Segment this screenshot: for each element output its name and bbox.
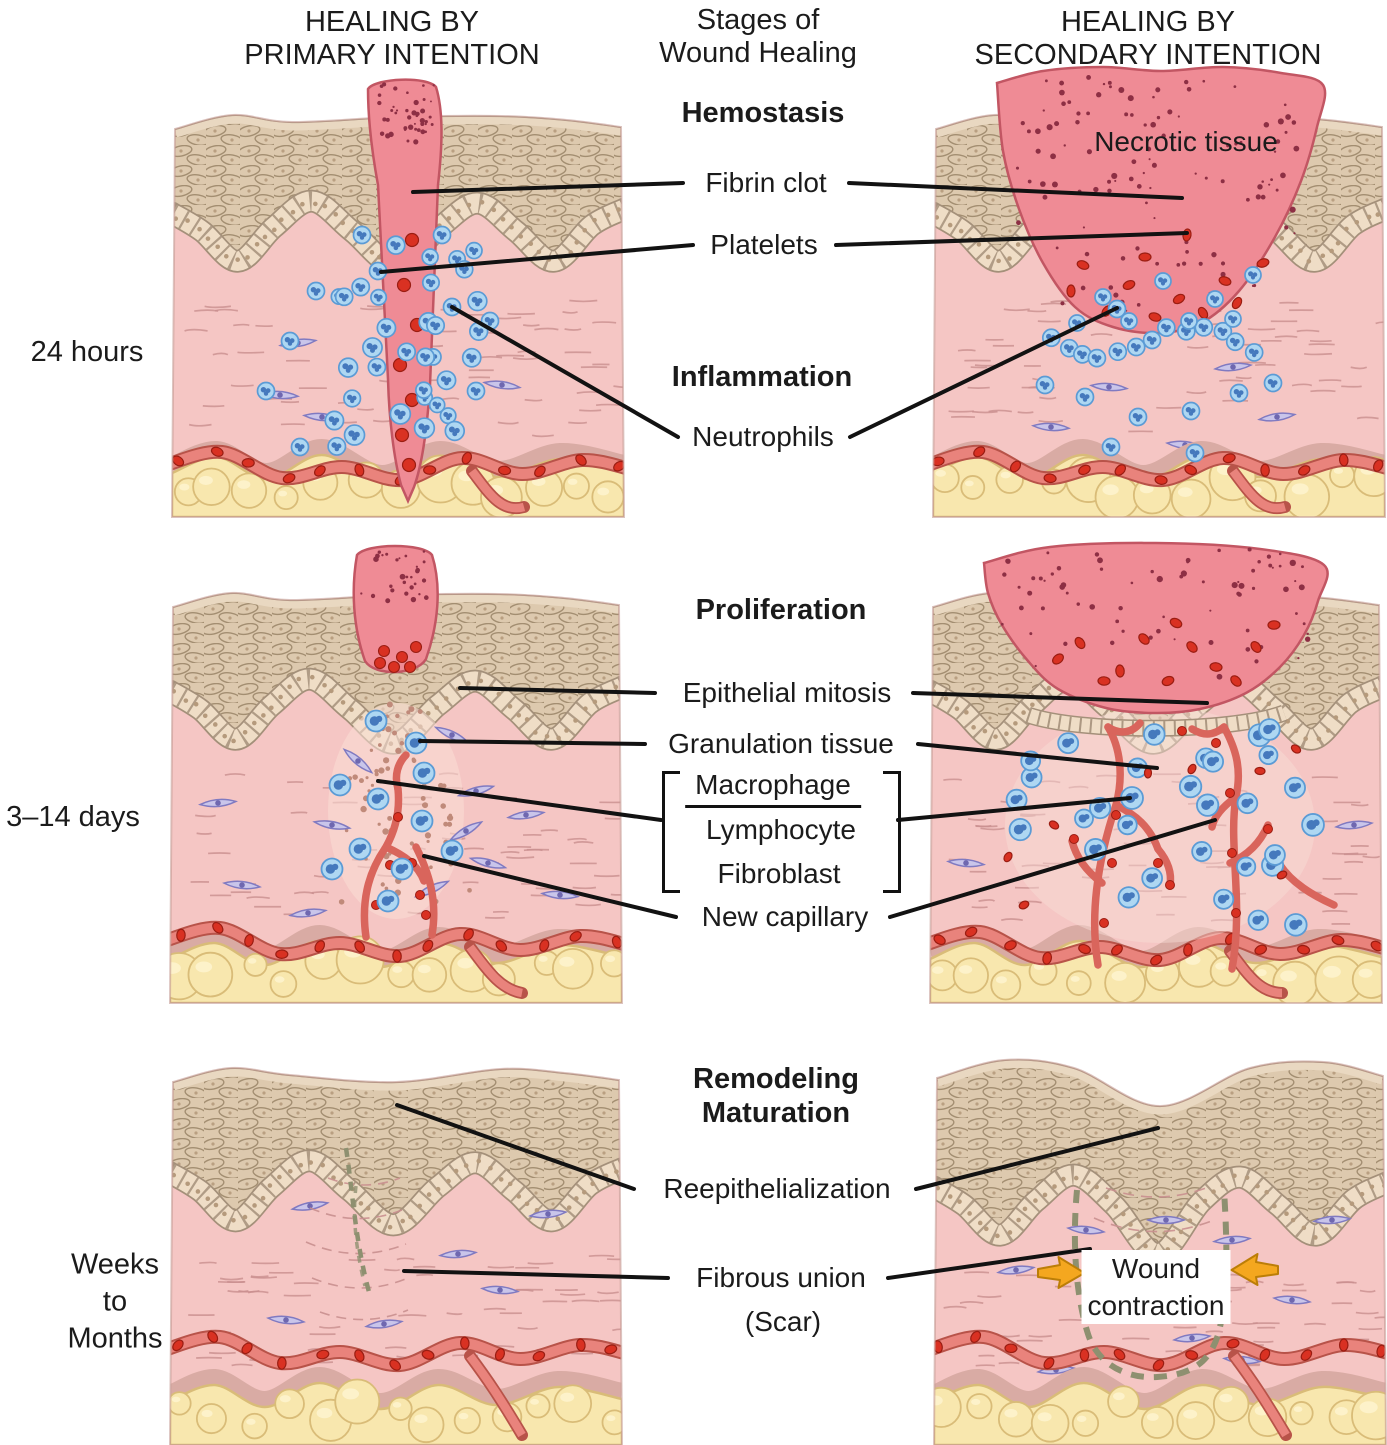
- header-line: HEALING BY: [1060, 6, 1236, 38]
- wound-overlay: [305, 1147, 409, 1321]
- label-fibrous-union: Fibrous union: [696, 1262, 866, 1293]
- stage-inflammation: Inflammation: [671, 361, 853, 393]
- label-granulation-tissue: Granulation tissue: [668, 728, 894, 759]
- skin-layers: [170, 1067, 622, 1445]
- bracket-right: [883, 771, 901, 893]
- stage-proliferation: Proliferation: [695, 594, 867, 626]
- header-line: Stages of: [696, 4, 820, 36]
- label-epithelial-mitosis: Epithelial mitosis: [682, 677, 892, 708]
- wound-overlay: [256, 78, 500, 505]
- label-scar: (Scar): [744, 1306, 822, 1337]
- label-fibrin-clot: Fibrin clot: [705, 167, 827, 198]
- label-necrotic-tissue: Necrotic tissue: [1094, 126, 1278, 157]
- header-secondary-intention: HEALING BY SECONDARY INTENTION: [975, 6, 1322, 72]
- stage-remodeling-maturation: Remodeling Maturation: [693, 1063, 859, 1129]
- panel-secondary-proliferation: [928, 541, 1384, 1004]
- panel-secondary-remodeling: [932, 1058, 1387, 1445]
- time-label-weeks-to-months: Weeks to Months: [67, 1248, 163, 1355]
- panel-primary-proliferation: [168, 544, 624, 1004]
- panel-primary-hemostasis-inflammation: [170, 78, 626, 518]
- label-macrophage: Macrophage: [685, 768, 861, 808]
- time-label-3-14-days: 3–14 days: [6, 801, 140, 833]
- time-label-24-hours: 24 hours: [30, 336, 144, 368]
- header-line: SECONDARY INTENTION: [974, 39, 1322, 71]
- label-platelets: Platelets: [710, 229, 818, 260]
- header-primary-intention: HEALING BY PRIMARY INTENTION: [244, 6, 539, 72]
- label-neutrophils: Neutrophils: [692, 421, 834, 452]
- header-stages: Stages of Wound Healing: [659, 4, 857, 70]
- panel-primary-remodeling: [168, 1066, 624, 1445]
- label-wound-contraction: Wound contraction: [1081, 1250, 1231, 1324]
- bracket-left: [662, 771, 680, 893]
- header-line: HEALING BY: [304, 6, 480, 38]
- header-line: PRIMARY INTENTION: [244, 39, 540, 71]
- label-lymphocyte: Lymphocyte: [706, 814, 856, 845]
- label-reepithelialization: Reepithelialization: [663, 1173, 891, 1204]
- stage-hemostasis: Hemostasis: [681, 97, 845, 129]
- label-fibroblast: Fibroblast: [717, 858, 841, 889]
- label-new-capillary: New capillary: [701, 901, 869, 932]
- header-line: Wound Healing: [659, 37, 857, 69]
